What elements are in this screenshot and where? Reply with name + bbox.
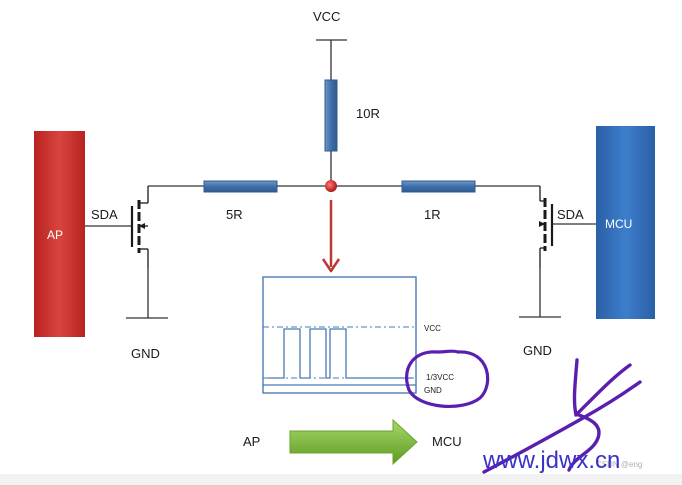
resistor-1r [401,180,476,193]
flow-arrow [289,418,418,466]
ap-block-label: AP [47,228,63,242]
gnd-right-label: GND [523,343,552,358]
vcc-top-label: VCC [313,9,340,24]
down-arrow-head [321,258,341,273]
scope-box [262,276,417,394]
watermark-faint: CSDN @eng [596,460,642,469]
scope-level-label: 1/3VCC [426,373,454,382]
left-mosfet [130,186,149,268]
resistor-5r [203,180,278,193]
right-mosfet [539,186,554,268]
annotation-scribble [482,358,642,474]
junction-node [325,180,337,192]
flow-from-label: AP [243,434,260,449]
sda-left-label: SDA [91,207,118,222]
mcu-block-label: MCU [605,217,632,231]
flow-to-label: MCU [432,434,462,449]
resistor-1r-label: 1R [424,207,441,222]
ap-block [34,131,85,337]
resistor-10r [324,79,338,152]
resistor-10r-label: 10R [356,106,380,121]
watermark-url: www.jdwx.cn [482,447,620,474]
bottom-strip [0,474,682,485]
scope-waveform [268,328,412,379]
sda-right-label: SDA [557,207,584,222]
scope-vcc-label: VCC [424,324,441,333]
gnd-left-label: GND [131,346,160,361]
mcu-block [596,126,655,319]
scope-gnd-label: GND [424,386,442,395]
annotation-circle [405,349,490,409]
resistor-5r-label: 5R [226,207,243,222]
